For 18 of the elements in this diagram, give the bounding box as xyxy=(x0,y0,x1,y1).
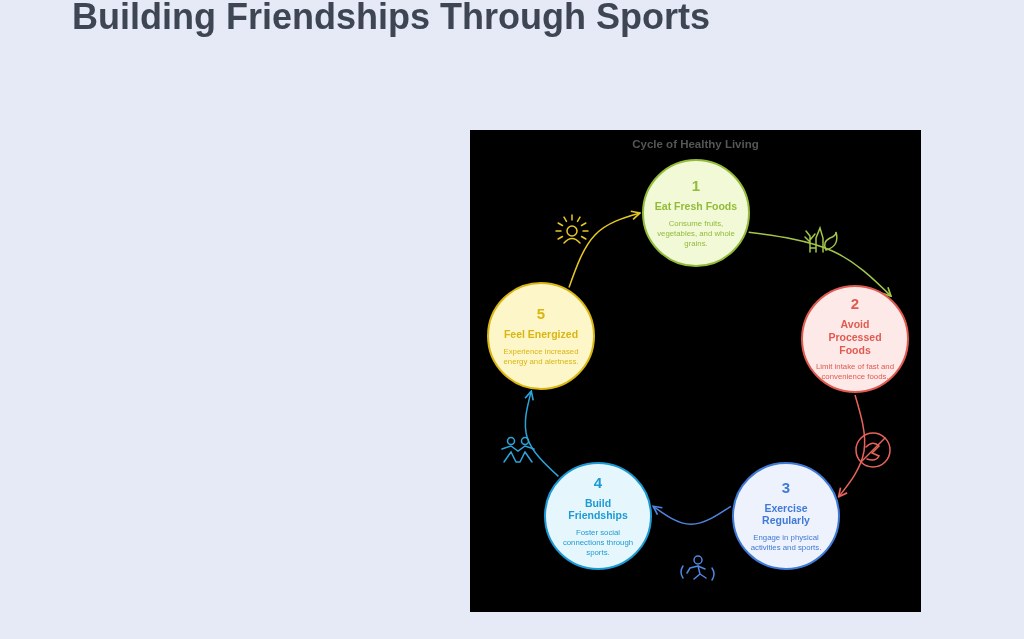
step-title: Build Friendships xyxy=(567,496,629,522)
arrow xyxy=(652,505,732,525)
page-title: Building Friendships Through Sports xyxy=(72,0,710,38)
step-number: 3 xyxy=(781,478,791,496)
step-title: Avoid Processed Foods xyxy=(827,318,883,357)
arrow xyxy=(837,394,866,498)
step-title: Feel Energized xyxy=(503,328,579,341)
step-number: 4 xyxy=(593,473,603,491)
arrow xyxy=(524,390,560,478)
panel-title: Cycle of Healthy Living xyxy=(631,138,760,150)
step-number: 1 xyxy=(691,177,701,194)
arrow xyxy=(568,210,641,289)
arrow xyxy=(747,231,892,297)
step-number: 5 xyxy=(536,305,546,323)
step-number: 2 xyxy=(850,295,860,313)
step-title: Eat Fresh Foods xyxy=(654,200,738,213)
diagram-panel xyxy=(470,130,921,612)
step-title: Exercise Regularly xyxy=(761,501,811,527)
